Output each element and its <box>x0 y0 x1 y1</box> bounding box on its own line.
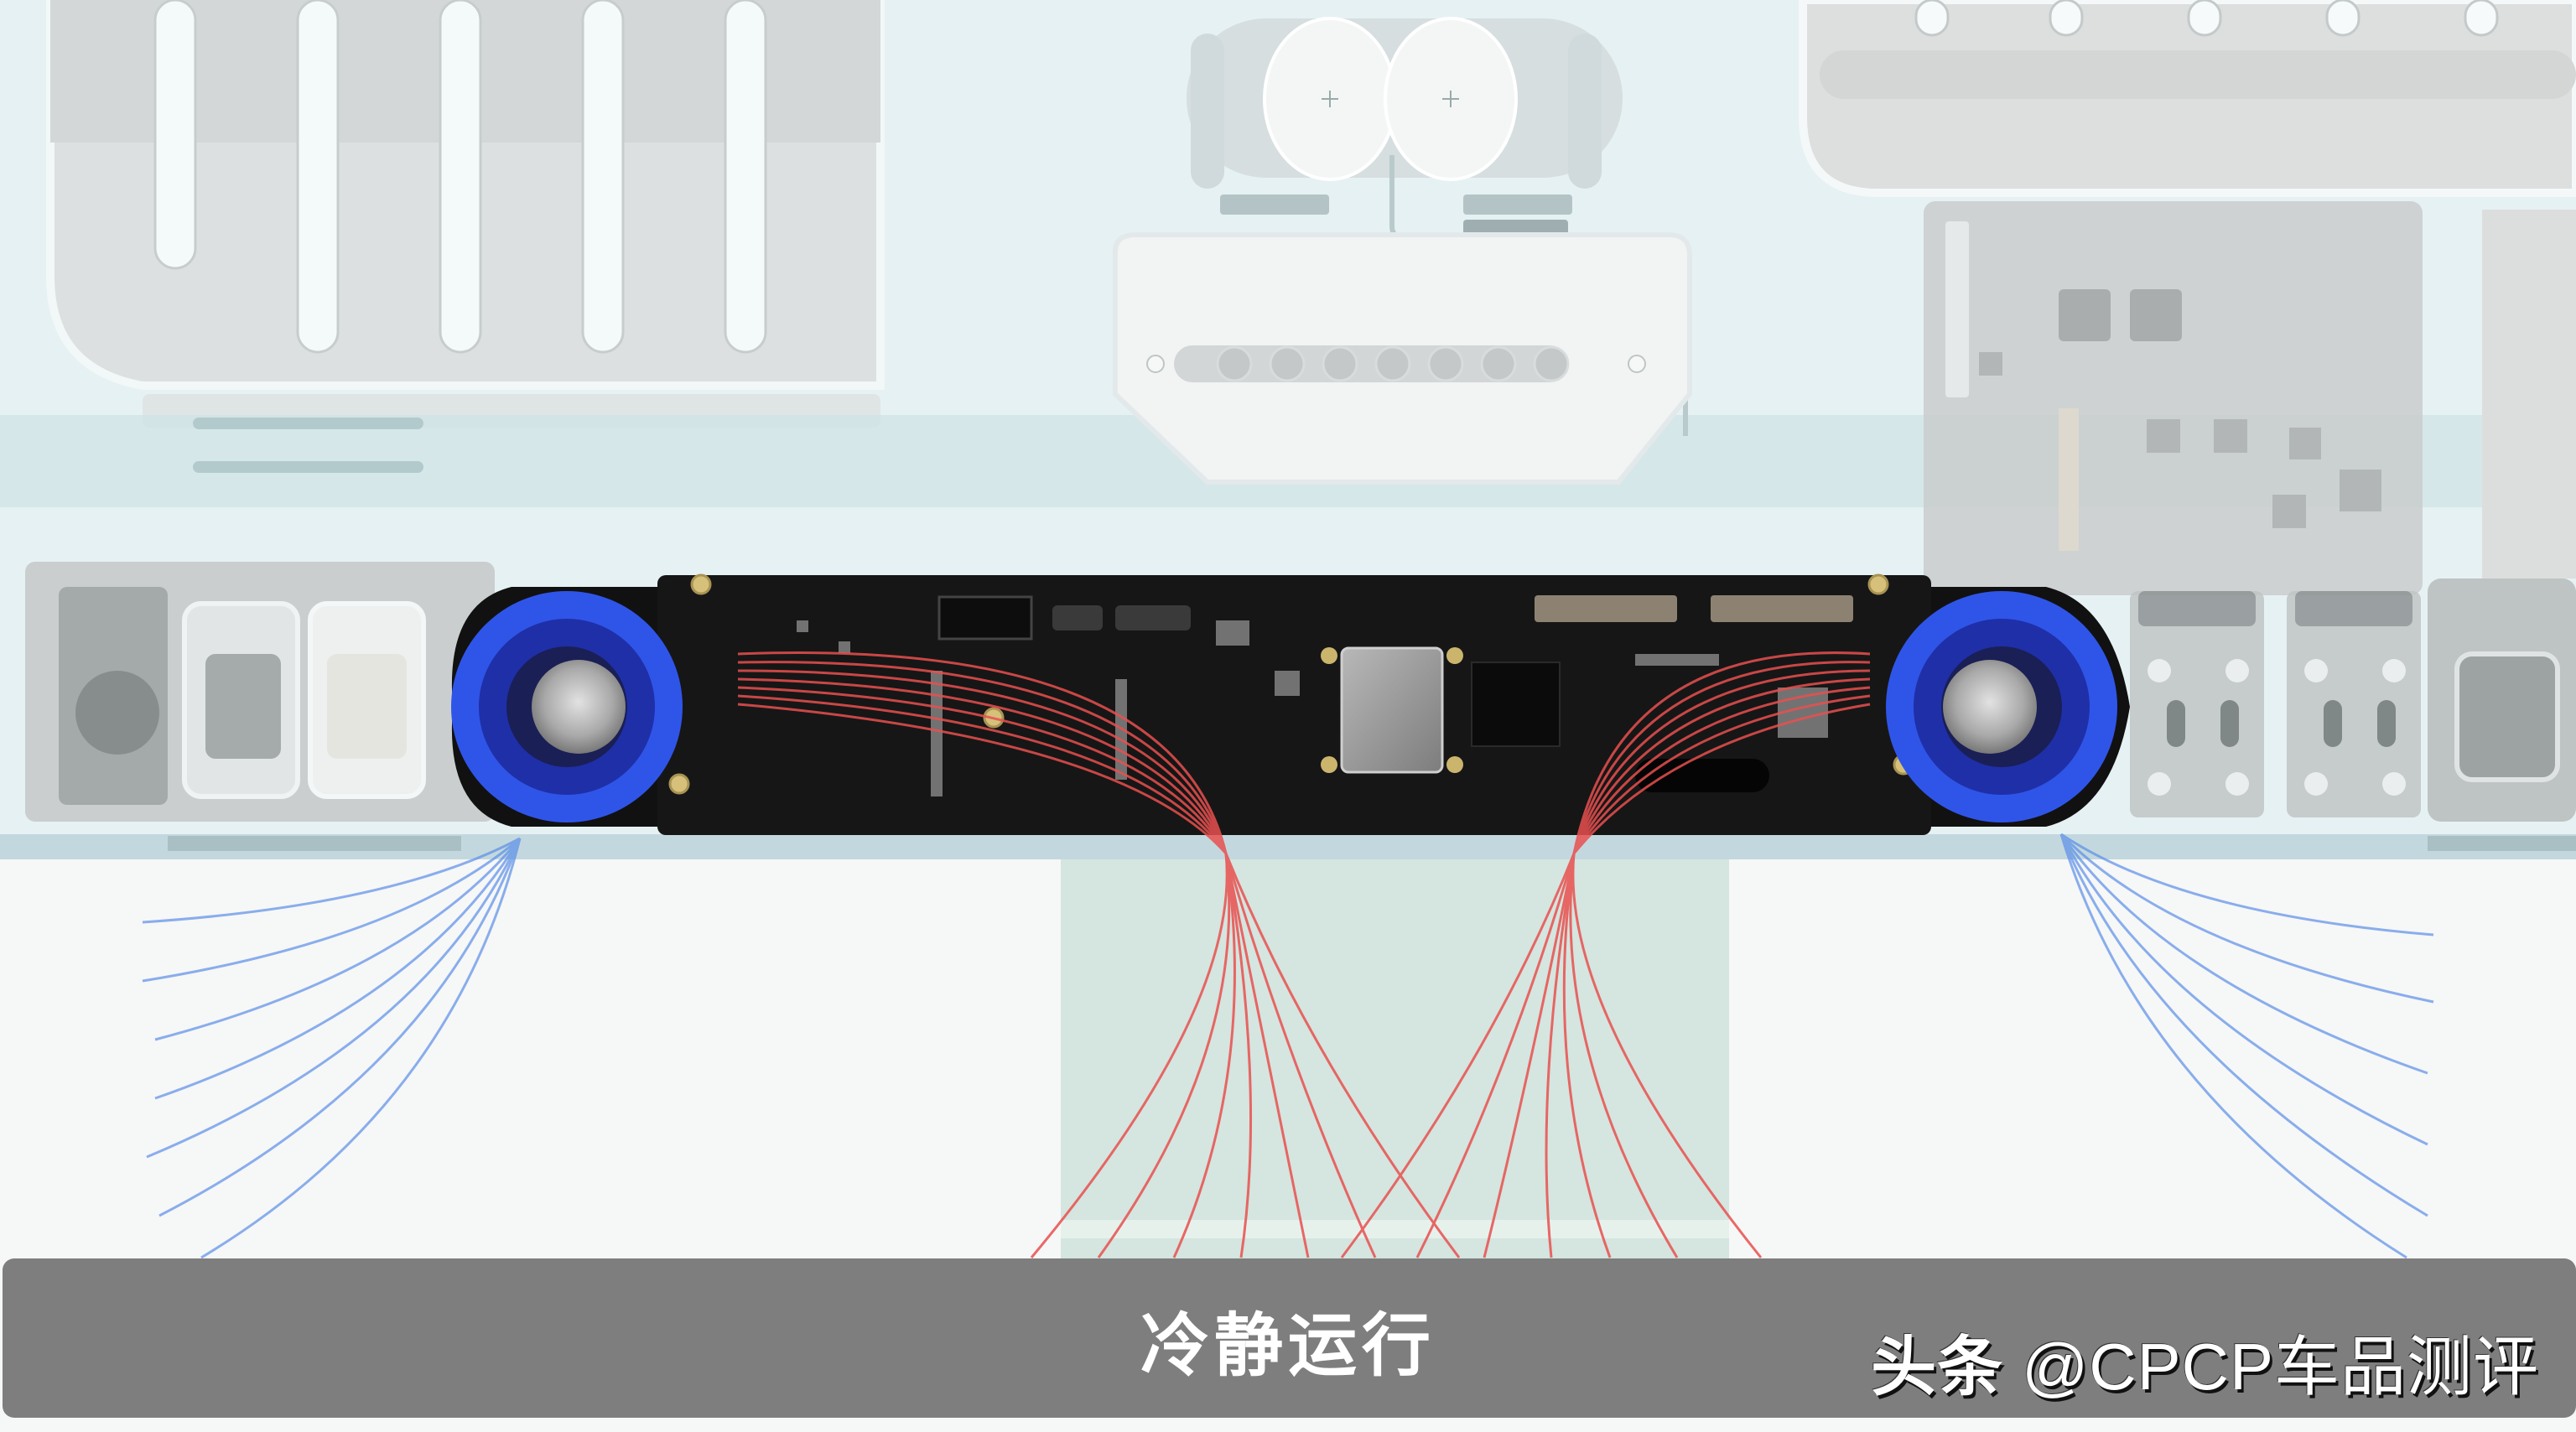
logic-board <box>451 573 2130 835</box>
speaker-left <box>25 562 495 822</box>
exhaust-airflow-lines <box>737 651 1871 1258</box>
port-modules <box>2130 591 2421 817</box>
center-cowl <box>1113 232 1692 485</box>
speaker-right <box>2428 579 2576 822</box>
subtitle-caption: 冷静运行 <box>1140 1306 1436 1386</box>
watermark-prefix: 头条 <box>1871 1330 2004 1403</box>
right-fan <box>1886 591 2117 822</box>
battery-left <box>46 0 885 428</box>
intake-airflow-lines <box>142 833 2434 1259</box>
watermark-handle: @CPCP车品测评 <box>2022 1330 2539 1403</box>
left-fan <box>451 591 683 822</box>
soc-chip <box>1340 646 1444 774</box>
battery-right <box>1799 0 2576 579</box>
watermark: 头条@CPCP车品测评 <box>1871 1315 2539 1409</box>
caption-bar <box>3 1258 2576 1418</box>
stand <box>1061 859 1729 1262</box>
speaker-module-top <box>1187 17 1688 436</box>
secondary-board <box>1924 201 2423 595</box>
